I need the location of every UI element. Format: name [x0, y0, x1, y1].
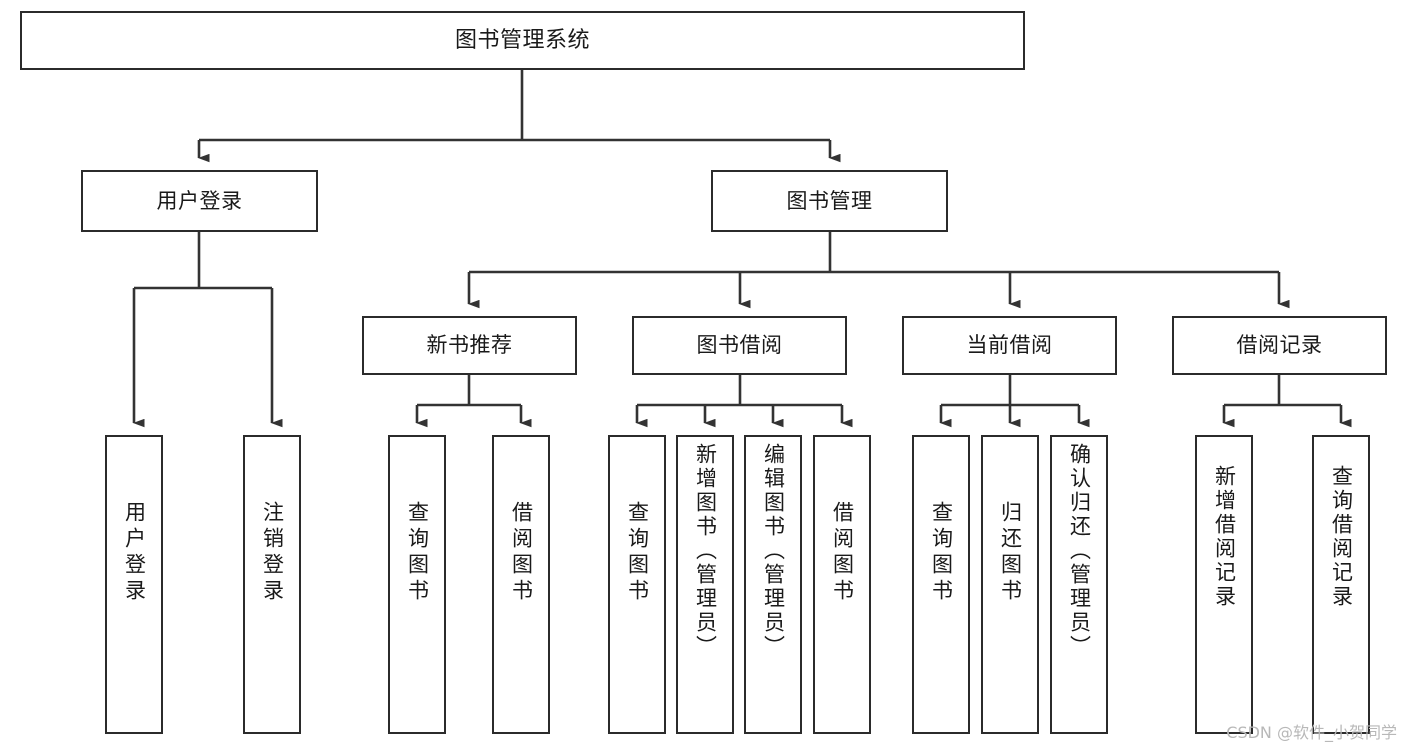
node-leaf-add-book[interactable]: 新增图书（管理员） [676, 435, 734, 734]
node-leaf-query-record[interactable]: 查询借阅记录 [1312, 435, 1370, 734]
node-leaf-borrow-book-1[interactable]: 借阅图书 [492, 435, 550, 734]
node-leaf-query-book-3-label: 查询图书 [929, 501, 954, 605]
node-leaf-user-login[interactable]: 用户登录 [105, 435, 163, 734]
node-borrow-record[interactable]: 借阅记录 [1172, 316, 1387, 375]
node-leaf-add-record-label: 新增借阅记录 [1212, 465, 1237, 609]
node-user-login-label: 用户登录 [156, 188, 243, 213]
node-leaf-edit-book-label: 编辑图书（管理员） [761, 443, 786, 659]
node-book-borrow[interactable]: 图书借阅 [632, 316, 847, 375]
node-leaf-confirm-return-label: 确认归还（管理员） [1067, 443, 1092, 659]
node-leaf-return-book[interactable]: 归还图书 [981, 435, 1039, 734]
node-user-login[interactable]: 用户登录 [81, 170, 318, 232]
node-leaf-borrow-book-1-label: 借阅图书 [509, 501, 534, 605]
node-leaf-borrow-book-2-label: 借阅图书 [830, 501, 855, 605]
node-leaf-logout[interactable]: 注销登录 [243, 435, 301, 734]
node-leaf-borrow-book-2[interactable]: 借阅图书 [813, 435, 871, 734]
node-leaf-user-login-label: 用户登录 [122, 501, 147, 605]
node-leaf-query-book-1-label: 查询图书 [405, 501, 430, 605]
node-new-book-recommend-label: 新书推荐 [426, 333, 513, 358]
node-leaf-edit-book[interactable]: 编辑图书（管理员） [744, 435, 802, 734]
node-leaf-add-record[interactable]: 新增借阅记录 [1195, 435, 1253, 734]
node-leaf-query-book-3[interactable]: 查询图书 [912, 435, 970, 734]
watermark: CSDN @软件_小贺同学 [1226, 723, 1397, 742]
node-leaf-query-record-label: 查询借阅记录 [1329, 465, 1354, 609]
node-new-book-recommend[interactable]: 新书推荐 [362, 316, 577, 375]
node-leaf-confirm-return[interactable]: 确认归还（管理员） [1050, 435, 1108, 734]
node-leaf-query-book-1[interactable]: 查询图书 [388, 435, 446, 734]
node-book-manage-label: 图书管理 [786, 188, 873, 213]
node-borrow-record-label: 借阅记录 [1236, 333, 1323, 358]
node-root[interactable]: 图书管理系统 [20, 11, 1025, 70]
node-leaf-query-book-2[interactable]: 查询图书 [608, 435, 666, 734]
node-leaf-logout-label: 注销登录 [260, 501, 285, 605]
node-root-label: 图书管理系统 [454, 27, 590, 53]
node-leaf-add-book-label: 新增图书（管理员） [693, 443, 718, 659]
node-book-borrow-label: 图书借阅 [696, 333, 783, 358]
node-current-borrow[interactable]: 当前借阅 [902, 316, 1117, 375]
node-leaf-query-book-2-label: 查询图书 [625, 501, 650, 605]
node-current-borrow-label: 当前借阅 [966, 333, 1053, 358]
node-book-manage[interactable]: 图书管理 [711, 170, 948, 232]
node-leaf-return-book-label: 归还图书 [998, 501, 1023, 605]
